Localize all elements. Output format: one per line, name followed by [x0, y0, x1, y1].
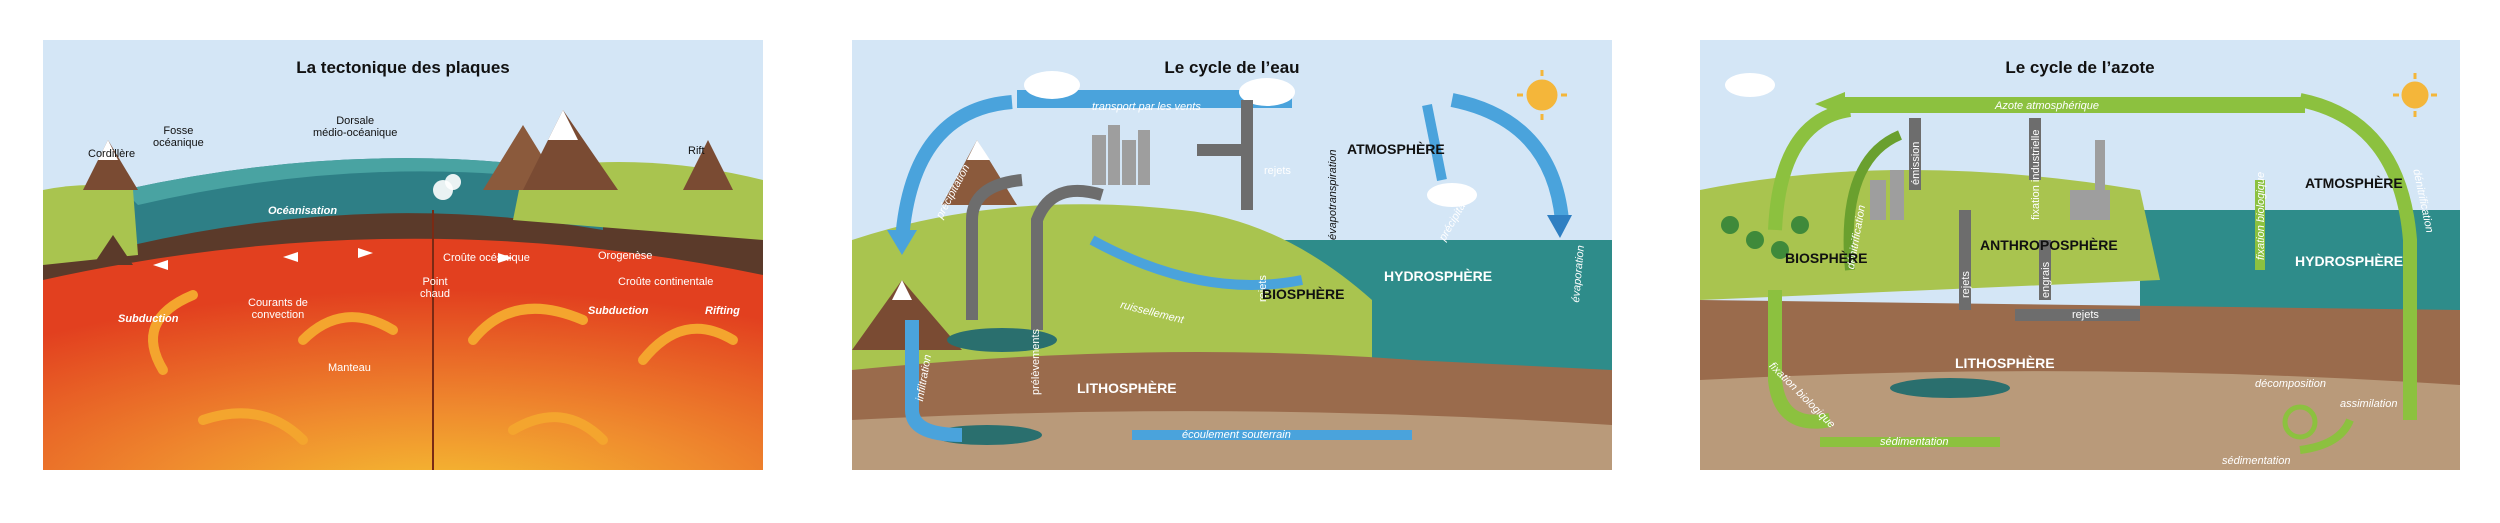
label-dorsale: Dorsale médio-océanique [313, 115, 398, 139]
label-cordillere: Cordillère [88, 148, 136, 160]
label-engrais: engrais [2040, 261, 2052, 298]
factory-icon [1870, 140, 2110, 220]
label-lithosphere: LITHOSPHÈRE [1077, 380, 1177, 396]
tree-icon [1721, 216, 1809, 259]
cycle-azote-illustration [1700, 40, 2460, 470]
human-flows [1909, 118, 2140, 321]
label-prelevements: prélèvements [1030, 328, 1042, 395]
label-ecoulement-souterrain: écoulement souterrain [1182, 429, 1291, 441]
label-point-chaud: Point chaud [420, 276, 450, 300]
label-atmosphere: ATMOSPHÈRE [2305, 175, 2403, 191]
label-rejets-vertical: rejets [1960, 271, 1972, 298]
label-assimilation: assimilation [2340, 398, 2398, 410]
cloud-icon [1725, 73, 1775, 97]
panel-tectonique: La tectonique des plaques Cordillère Fos… [43, 40, 763, 470]
cloud-icon [1024, 71, 1477, 207]
label-orogenese: Orogenèse [598, 250, 653, 262]
panel-cycle-azote: Le cycle de l’azote Azote atmosphérique … [1700, 40, 2460, 470]
label-biosphere: BIOSPHÈRE [1785, 250, 1868, 266]
cordillere-mountain [83, 140, 138, 190]
assimilation-cycle-icon [2282, 404, 2318, 440]
convection-arrows [148, 290, 738, 445]
label-lithosphere: LITHOSPHÈRE [1955, 355, 2055, 371]
label-atmosphere: ATMOSPHÈRE [1347, 141, 1445, 157]
sun-icon [2393, 73, 2437, 117]
label-evapotranspiration: évapotranspiration [1327, 149, 1339, 240]
label-anthroposphere: ANTHROPOSPHÈRE [1980, 237, 2118, 253]
label-decomposition: décomposition [2255, 378, 2326, 390]
panel-cycle-eau: Le cycle de l’eau transport par les vent… [852, 40, 1612, 470]
label-sedimentation-1: sédimentation [1880, 436, 1949, 448]
label-fosse-oceanique: Fosse océanique [153, 125, 204, 149]
label-manteau: Manteau [328, 362, 371, 374]
label-transport-vents: transport par les vents [1092, 101, 1201, 113]
label-croute-oceanique: Croûte océanique [443, 252, 530, 264]
label-emission: émission [1910, 141, 1922, 185]
label-azote-atmospherique: Azote atmosphérique [1995, 100, 2099, 112]
label-biosphere: BIOSPHÈRE [1262, 286, 1345, 302]
label-subduction-right: Subduction [588, 305, 649, 317]
label-subduction-left: Subduction [118, 313, 179, 325]
label-rejets-horizontal: rejets [2072, 309, 2099, 321]
azote-cycle-arrows [1768, 93, 2417, 454]
label-oceanisation: Océanisation [268, 205, 338, 217]
label-courants-convection: Courants de convection [248, 297, 308, 321]
plate-motion-arrows [153, 248, 513, 270]
panel-title: La tectonique des plaques [296, 58, 510, 77]
label-rift: Rift [688, 145, 705, 157]
label-rejets-top: rejets [1264, 165, 1291, 177]
cycle-eau-illustration [852, 40, 1612, 470]
label-sedimentation-2: sédimentation [2222, 455, 2291, 467]
label-hydrosphere: HYDROSPHÈRE [2295, 253, 2404, 269]
water-cycle-arrows [895, 93, 1569, 442]
label-rifting: Rifting [705, 305, 740, 317]
label-hydrosphere: HYDROSPHÈRE [1384, 268, 1493, 284]
city-icon [1092, 125, 1150, 185]
tectonique-illustration [43, 40, 763, 470]
panel-title: Le cycle de l’eau [1164, 58, 1300, 77]
label-fixation-industrielle: fixation industrielle [2030, 129, 2042, 221]
sun-icon [1517, 70, 1567, 120]
label-croute-continentale: Croûte continentale [618, 276, 714, 288]
panel-title: Le cycle de l’azote [2005, 58, 2155, 77]
label-fixation-biologique-top: fixation biologique [2255, 171, 2267, 260]
human-flows [966, 100, 1253, 330]
